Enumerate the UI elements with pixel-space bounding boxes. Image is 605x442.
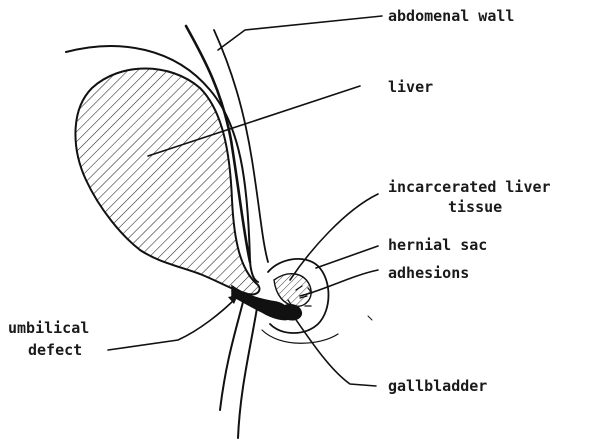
incarcerated-liver-tissue <box>274 274 311 307</box>
stray-mark <box>368 316 372 320</box>
label-adhesions: adhesions <box>388 264 469 282</box>
leader-incarcerated <box>290 194 378 280</box>
abdominal-wall-lower-right <box>238 308 257 438</box>
liver-shape <box>75 69 259 295</box>
label-incarcerated-line1: incarcerated liver <box>388 178 551 196</box>
label-umbilical-line2: defect <box>28 341 82 359</box>
leader-umbilical-arrowhead <box>228 295 238 304</box>
label-gallbladder: gallbladder <box>388 377 487 395</box>
label-abdominal-wall: abdomenal wall <box>388 7 514 25</box>
leader-adhesions <box>300 270 378 296</box>
label-umbilical-line1: umbilical <box>8 319 89 337</box>
label-liver: liver <box>388 78 433 96</box>
leader-hernial-sac <box>316 246 378 268</box>
leader-umbilical <box>108 298 236 350</box>
leader-gallbladder <box>292 314 376 386</box>
label-incarcerated-line2: tissue <box>448 198 502 216</box>
abdominal-wall-lower-left <box>220 298 244 410</box>
leader-abdominal-wall <box>218 16 382 50</box>
label-hernial-sac: hernial sac <box>388 236 487 254</box>
